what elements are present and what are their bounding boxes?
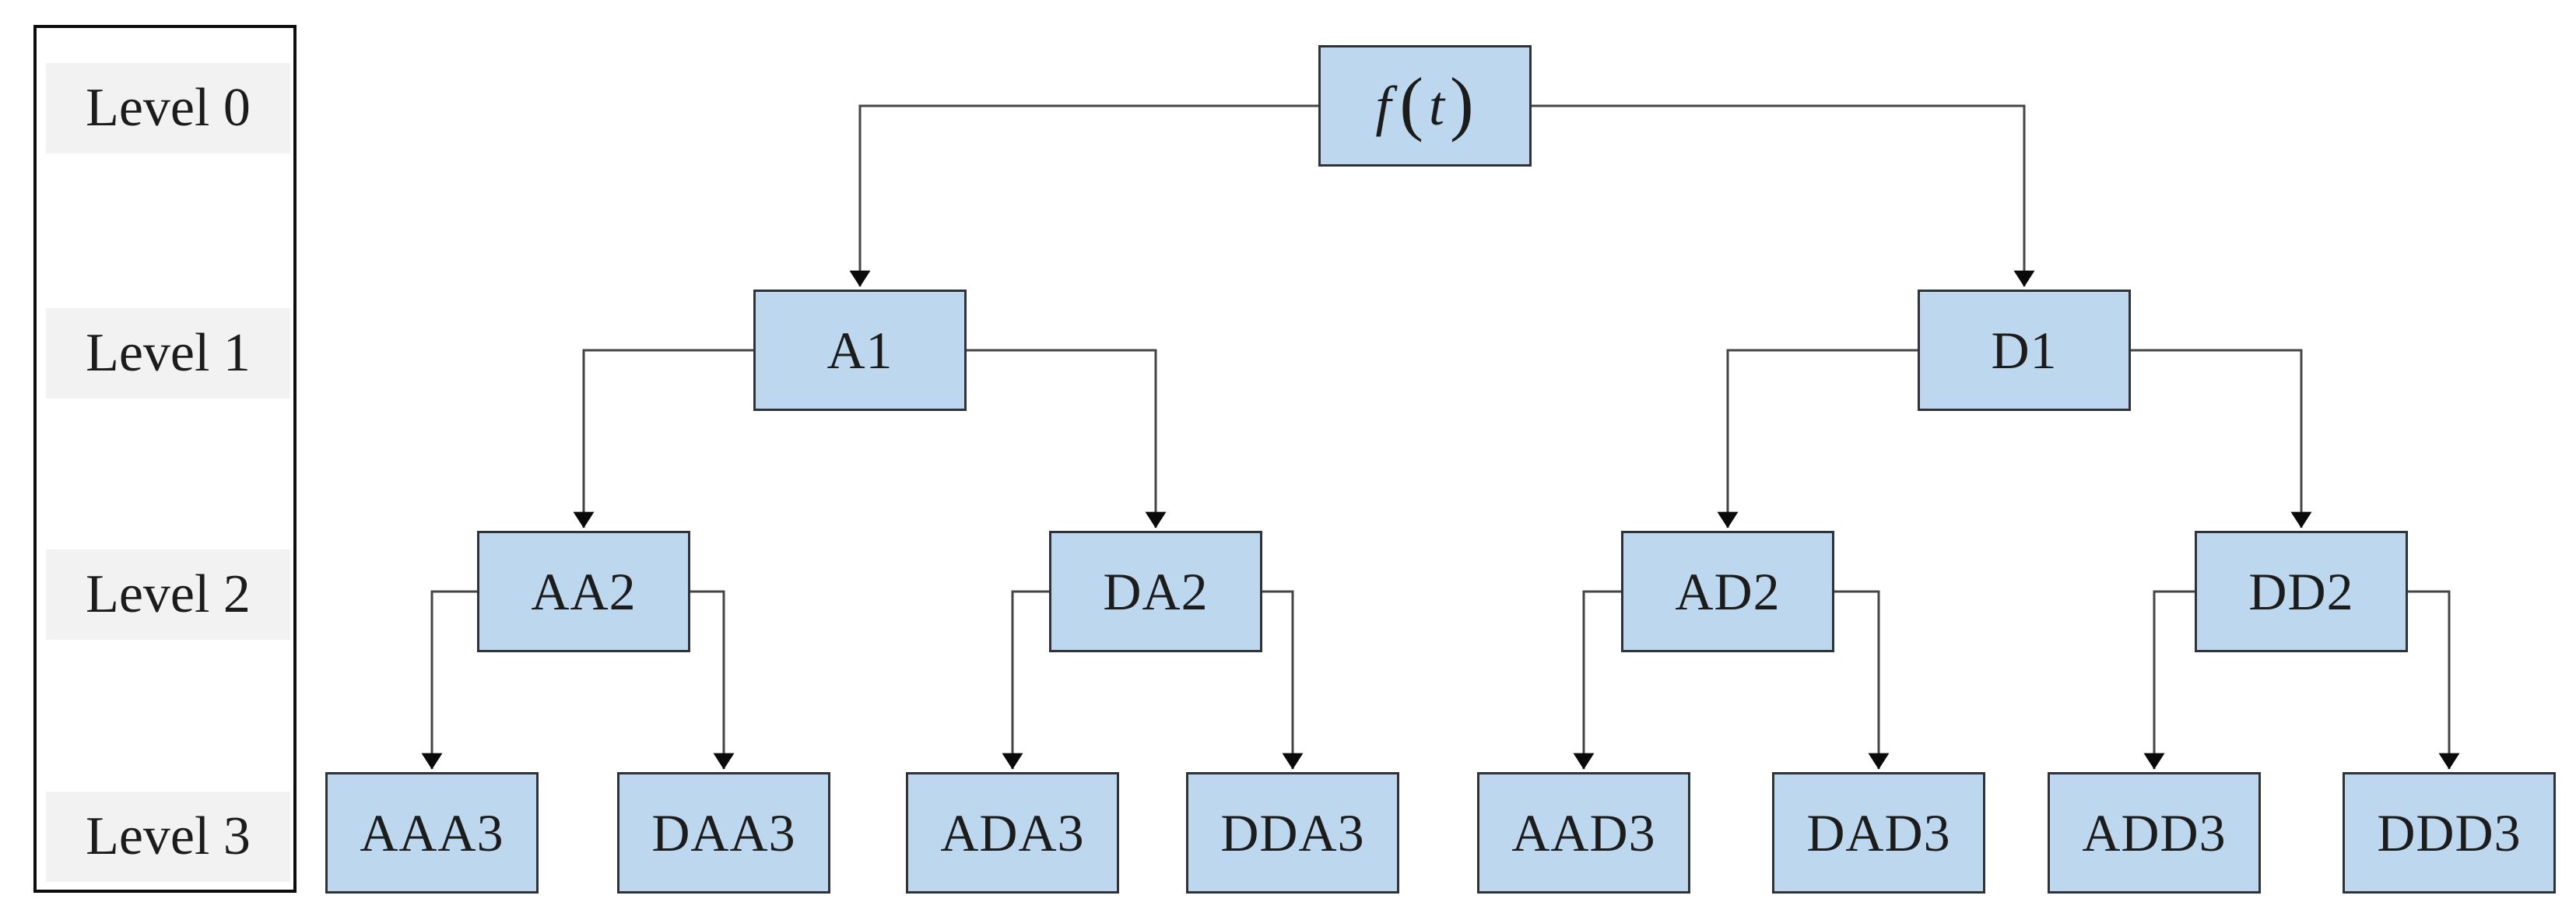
connector-aa2-daa3 [690, 590, 735, 770]
node-dda3: DDA3 [1186, 772, 1399, 894]
connector-ft-a1 [849, 104, 1318, 287]
connector-a1-aa2 [573, 349, 753, 528]
connector-ft-d1 [1532, 104, 2035, 287]
node-da2: DA2 [1049, 531, 1262, 652]
connector-aa2-aaa3 [421, 590, 477, 770]
legend-row-level-1: Level 1 [46, 308, 290, 399]
node-ada3: ADA3 [906, 772, 1119, 894]
node-label: D1 [1991, 320, 2058, 380]
connector-a1-da2 [967, 349, 1167, 528]
connector-ad2-aad3 [1573, 590, 1621, 770]
node-label: ADD3 [2082, 802, 2227, 862]
legend-row-level-0: Level 0 [46, 63, 290, 153]
node-label-var: t [1429, 74, 1446, 137]
node-label: DA2 [1103, 561, 1209, 621]
node-d1: D1 [1918, 290, 2131, 411]
node-aad3: AAD3 [1477, 772, 1690, 894]
node-label: AD2 [1675, 561, 1781, 621]
connector-dd2-ddd3 [2408, 590, 2460, 770]
legend-row-level-3: Level 3 [46, 792, 290, 882]
node-label: AAD3 [1511, 802, 1656, 862]
legend-label: Level 3 [86, 806, 251, 866]
node-label-func: f [1375, 74, 1392, 137]
node-label: DD2 [2248, 561, 2354, 621]
node-label: A1 [826, 320, 893, 380]
node-dd2: DD2 [2195, 531, 2408, 652]
node-daa3: DAA3 [617, 772, 830, 894]
node-label: DDD3 [2377, 802, 2522, 862]
connector-d1-ad2 [1717, 349, 1918, 528]
node-label: DAA3 [651, 802, 796, 862]
node-label: DDA3 [1220, 802, 1365, 862]
connector-ad2-dad3 [1834, 590, 1890, 770]
node-a1: A1 [753, 290, 967, 411]
node-dad3: DAD3 [1772, 772, 1985, 894]
connector-dd2-add3 [2143, 590, 2195, 770]
node-aa2: AA2 [477, 531, 690, 652]
legend-label: Level 2 [86, 564, 251, 624]
node-ft: f(t) [1318, 45, 1532, 167]
connector-d1-dd2 [2131, 349, 2312, 528]
node-aaa3: AAA3 [325, 772, 539, 894]
node-label: DAD3 [1806, 802, 1951, 862]
connector-da2-ada3 [1002, 590, 1049, 770]
legend-label: Level 0 [86, 78, 251, 138]
legend-row-level-2: Level 2 [46, 550, 290, 640]
node-add3: ADD3 [2048, 772, 2261, 894]
level-legend: Level 0 Level 1 Level 2 Level 3 [33, 25, 297, 893]
legend-label: Level 1 [86, 323, 251, 383]
node-label: ADA3 [940, 802, 1085, 862]
connector-da2-dda3 [1262, 590, 1304, 770]
node-ad2: AD2 [1621, 531, 1834, 652]
node-ddd3: DDD3 [2343, 772, 2556, 894]
node-label: AA2 [531, 561, 637, 621]
node-label: AAA3 [360, 802, 504, 862]
